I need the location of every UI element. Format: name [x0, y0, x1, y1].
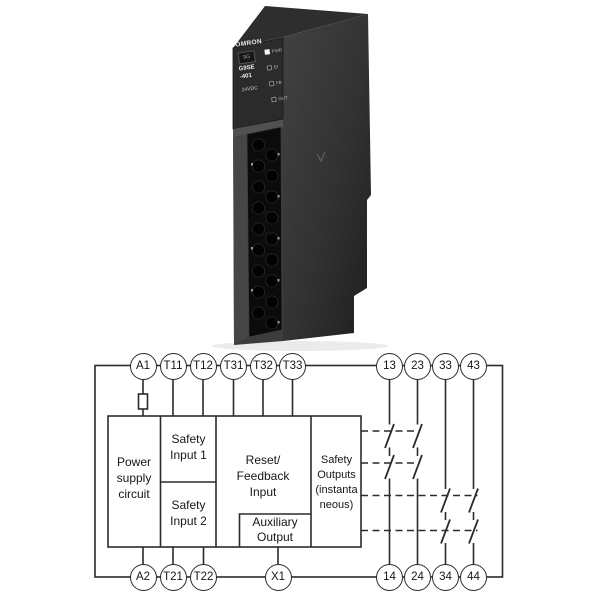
led-label: EI	[273, 64, 279, 70]
terminal-t12: T12	[189, 352, 217, 380]
main-block-box	[107, 415, 362, 548]
relay-linkage-dashes	[361, 430, 478, 532]
label-reset-feedback-input: Reset/ Feedback Input	[236, 453, 290, 499]
module-panel-divider	[233, 119, 283, 137]
molded-arrow-icon	[316, 151, 326, 163]
terminal-a2: A2	[129, 563, 157, 591]
led-square-icon	[266, 64, 273, 71]
led-out: OUT	[271, 95, 289, 103]
terminal-markings	[251, 153, 280, 324]
output-path-43-44	[468, 365, 479, 577]
terminal-t21: T21	[159, 563, 187, 591]
terminal-a1: A1	[129, 352, 157, 380]
output-path-13-14	[384, 365, 395, 577]
terminal-holes	[252, 138, 279, 330]
label-safety-input-1: Safety Input 1	[170, 432, 207, 462]
terminal-t31: T31	[220, 352, 247, 380]
label-power-supply-circuit: Power supply circuit	[116, 455, 152, 501]
terminal-t11: T11	[159, 352, 187, 380]
terminal-x1: X1	[264, 563, 292, 591]
supply-voltage-label: 24VDC	[241, 85, 259, 94]
terminal-44: 44	[460, 563, 487, 591]
terminal-14: 14	[376, 563, 403, 591]
no-contact-symbol	[384, 454, 395, 480]
output-path-33-34	[440, 365, 451, 577]
no-contact-symbol	[440, 488, 451, 513]
no-contact-symbol	[412, 423, 423, 449]
no-contact-symbol	[412, 454, 423, 480]
led-fb: FB	[268, 79, 283, 87]
label-auxiliary-output: Auxiliary Output	[252, 515, 298, 544]
no-contact-symbol	[468, 519, 479, 544]
terminal-t32: T32	[249, 352, 277, 380]
no-contact-symbol	[468, 488, 479, 513]
terminal-24: 24	[404, 563, 431, 591]
module-top-face	[233, 6, 368, 48]
model-number: G9SE -401	[238, 64, 256, 80]
no-contact-symbol	[384, 423, 395, 449]
product-photo	[212, 6, 388, 351]
led-label: FB	[275, 79, 283, 86]
output-path-23-24	[412, 365, 423, 577]
led-square-icon	[271, 96, 277, 103]
terminal-23: 23	[404, 352, 431, 380]
terminal-33: 33	[432, 352, 459, 380]
no-contact-symbol	[440, 519, 451, 544]
led-square-icon	[268, 80, 275, 87]
terminal-13: 13	[376, 352, 403, 380]
series-badge: 9G	[237, 50, 257, 65]
terminal-34: 34	[432, 563, 459, 591]
terminal-t33: T33	[279, 352, 306, 380]
module-shadow	[212, 341, 388, 351]
fuse-symbol	[137, 393, 149, 410]
led-pwr: PWR	[264, 47, 283, 55]
terminal-release-holes	[262, 147, 269, 321]
led-label: PWR	[271, 47, 283, 54]
label-safety-outputs: Safety Outputs (instanta neous)	[315, 454, 358, 511]
led-ei: EI	[266, 64, 279, 71]
module-side-face	[283, 14, 371, 341]
auxiliary-output-box	[238, 513, 311, 547]
label-safety-input-2: Safety Input 2	[170, 498, 207, 528]
led-label: OUT	[278, 95, 289, 102]
terminal-t22: T22	[190, 563, 217, 591]
terminal-43: 43	[460, 352, 487, 380]
module-left-wall	[233, 134, 249, 344]
led-square-icon	[264, 49, 271, 55]
